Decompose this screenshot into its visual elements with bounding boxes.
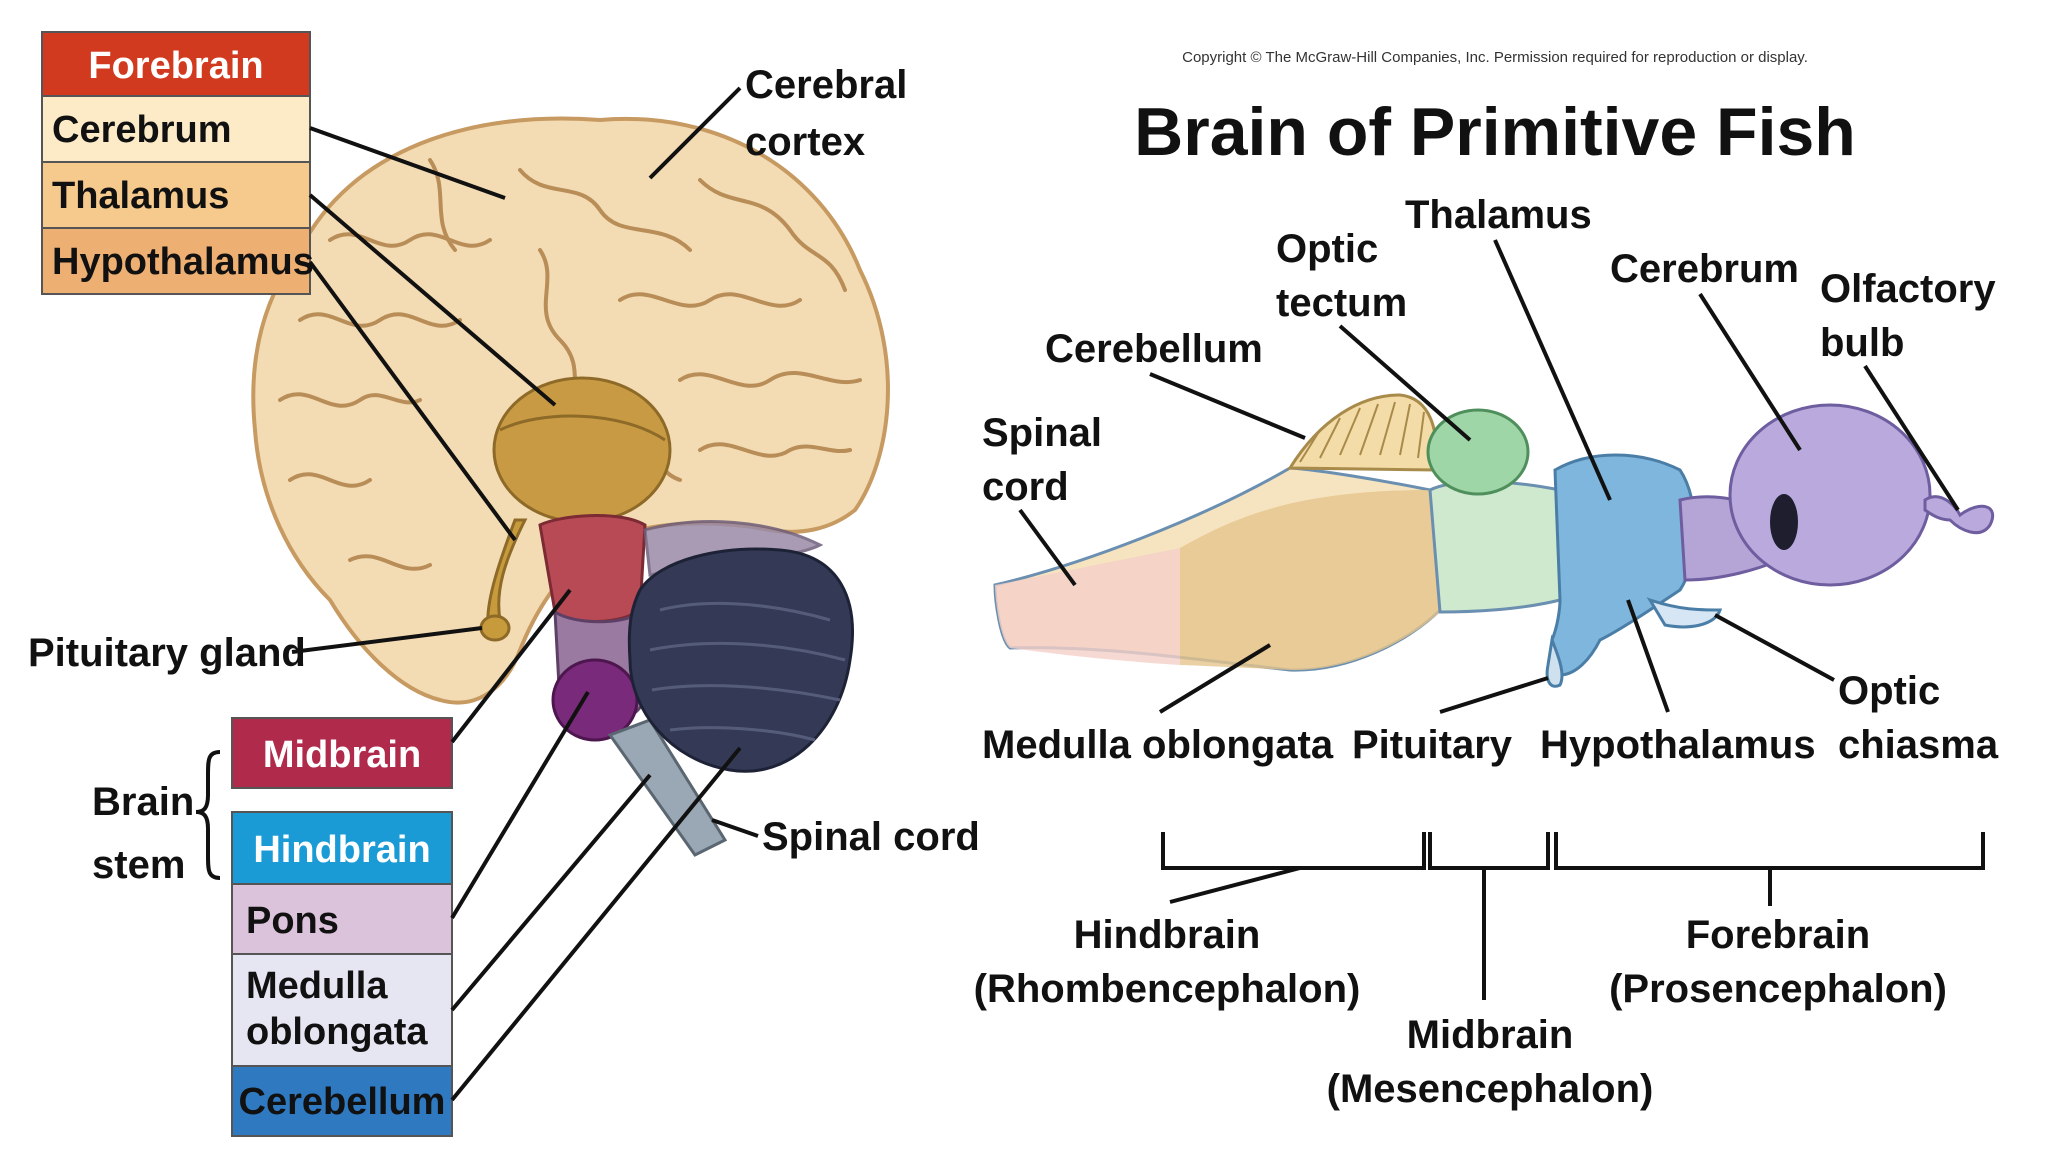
fish-thalamus-shape — [1550, 453, 1697, 677]
human-brain-illustration — [251, 116, 890, 857]
leader-hypothalamus — [308, 260, 517, 542]
svg-text:Spinal: Spinal — [982, 411, 1102, 455]
svg-text:Cerebral: Cerebral — [745, 63, 907, 107]
svg-text:Pituitary gland: Pituitary gland — [28, 631, 306, 675]
copyright-notice: Copyright © The McGraw-Hill Companies, I… — [1182, 49, 1808, 66]
svg-text:Hypothalamus: Hypothalamus — [1540, 723, 1816, 767]
division-label-midbrain: Midbrain (Mesencephalon) — [1327, 1013, 1654, 1111]
leader-thalamus — [308, 193, 557, 407]
svg-text:Thalamus: Thalamus — [1405, 193, 1592, 237]
leader-cerebrum — [309, 126, 506, 200]
svg-text:Brain: Brain — [92, 780, 194, 824]
forebrain-item-cerebrum: Cerebrum — [52, 109, 232, 151]
hindbrain-header: Hindbrain — [253, 829, 430, 871]
fish-pituitary-shape — [1545, 634, 1564, 688]
leader-midbrain — [450, 588, 572, 744]
svg-text:Olfactory: Olfactory — [1820, 267, 1996, 311]
svg-text:Pituitary: Pituitary — [1352, 723, 1513, 767]
svg-text:Forebrain: Forebrain — [1686, 913, 1870, 957]
forebrain-legend-box: Forebrain Cerebrum Thalamus Hypothalamus — [41, 31, 314, 295]
svg-text:(Prosencephalon): (Prosencephalon) — [1609, 967, 1947, 1011]
leader-pons — [450, 690, 590, 920]
forebrain-item-thalamus: Thalamus — [52, 175, 229, 217]
hindbrain-item-pons: Pons — [246, 900, 339, 942]
hindbrain-item-medulla-line1: Medulla — [246, 965, 388, 1007]
bracket-midbrain — [1428, 832, 1550, 870]
leader-cerebellum — [450, 746, 742, 1102]
fish-cerebellum-shape — [1287, 393, 1438, 472]
fish-label-optic-chiasma: Optic chiasma — [1714, 613, 1999, 767]
brain-stem-brace — [195, 750, 221, 880]
fish-label-hypothalamus: Hypothalamus — [1540, 599, 1816, 767]
svg-text:Spinal cord: Spinal cord — [762, 815, 980, 859]
fish-label-optic-tectum: Optic tectum — [1276, 227, 1472, 442]
fish-optic-chiasma-shape — [1646, 597, 1723, 629]
thalamus-shape — [492, 376, 672, 524]
label-brain-stem: Brain stem — [92, 750, 221, 887]
division-label-forebrain: Forebrain (Prosencephalon) — [1609, 913, 1947, 1011]
fish-label-pituitary: Pituitary — [1352, 676, 1549, 767]
hindbrain-legend-box: Hindbrain Pons Medulla oblongata Cerebel… — [231, 811, 453, 1137]
forebrain-header-bg — [41, 31, 311, 97]
svg-text:(Rhombencephalon): (Rhombencephalon) — [974, 967, 1361, 1011]
spinal-cord-shape — [607, 718, 728, 857]
svg-text:Hindbrain: Hindbrain — [1074, 913, 1261, 957]
forebrain-header: Forebrain — [88, 45, 263, 87]
midbrain-legend-box: Midbrain — [231, 717, 453, 789]
svg-text:Optic: Optic — [1276, 227, 1378, 271]
svg-text:stem: stem — [92, 843, 185, 887]
svg-text:Medulla oblongata: Medulla oblongata — [982, 723, 1334, 767]
bracket-hindbrain — [1161, 832, 1426, 870]
fish-label-cerebellum: Cerebellum — [1045, 327, 1306, 440]
svg-text:(Mesencephalon): (Mesencephalon) — [1327, 1067, 1654, 1111]
label-spinal-cord: Spinal cord — [711, 815, 980, 859]
fish-label-cerebrum: Cerebrum — [1610, 247, 1802, 452]
fish-label-thalamus: Thalamus — [1405, 193, 1612, 501]
midbrain-header: Midbrain — [263, 734, 421, 776]
fish-label-medulla-oblongata: Medulla oblongata — [982, 643, 1334, 767]
label-pituitary-gland: Pituitary gland — [28, 626, 483, 675]
svg-text:Optic: Optic — [1838, 669, 1940, 713]
pituitary-shape — [479, 614, 511, 642]
hindbrain-item-cerebellum: Cerebellum — [239, 1081, 446, 1123]
svg-text:chiasma: chiasma — [1838, 723, 1999, 767]
leader-medulla — [450, 773, 652, 1012]
svg-text:Cerebrum: Cerebrum — [1610, 247, 1799, 291]
fish-brain-illustration — [993, 393, 1995, 688]
fish-olfactory-bulb-shape — [1923, 495, 1995, 535]
svg-text:Midbrain: Midbrain — [1407, 1013, 1574, 1057]
division-label-hindbrain: Hindbrain (Rhombencephalon) — [974, 913, 1361, 1011]
fish-label-olfactory-bulb: Olfactory bulb — [1820, 267, 1996, 512]
division-brackets — [1161, 832, 1985, 1000]
fish-brain-title: Brain of Primitive Fish — [1134, 94, 1856, 170]
hindbrain-item-medulla-line2: oblongata — [246, 1011, 428, 1053]
svg-text:Cerebellum: Cerebellum — [1045, 327, 1263, 371]
fish-midbrain-shape — [1428, 480, 1562, 614]
svg-text:bulb: bulb — [1820, 321, 1904, 365]
forebrain-item-hypothalamus: Hypothalamus — [52, 241, 314, 283]
fish-label-spinal-cord: Spinal cord — [982, 411, 1102, 587]
svg-text:cortex: cortex — [745, 120, 865, 164]
label-cerebral-cortex: Cerebral cortex — [648, 63, 907, 180]
svg-text:tectum: tectum — [1276, 281, 1407, 325]
fish-cerebrum-shape — [1728, 403, 1932, 587]
svg-text:cord: cord — [982, 465, 1069, 509]
bracket-forebrain — [1554, 832, 1985, 870]
fish-optic-tectum-shape — [1426, 408, 1530, 496]
